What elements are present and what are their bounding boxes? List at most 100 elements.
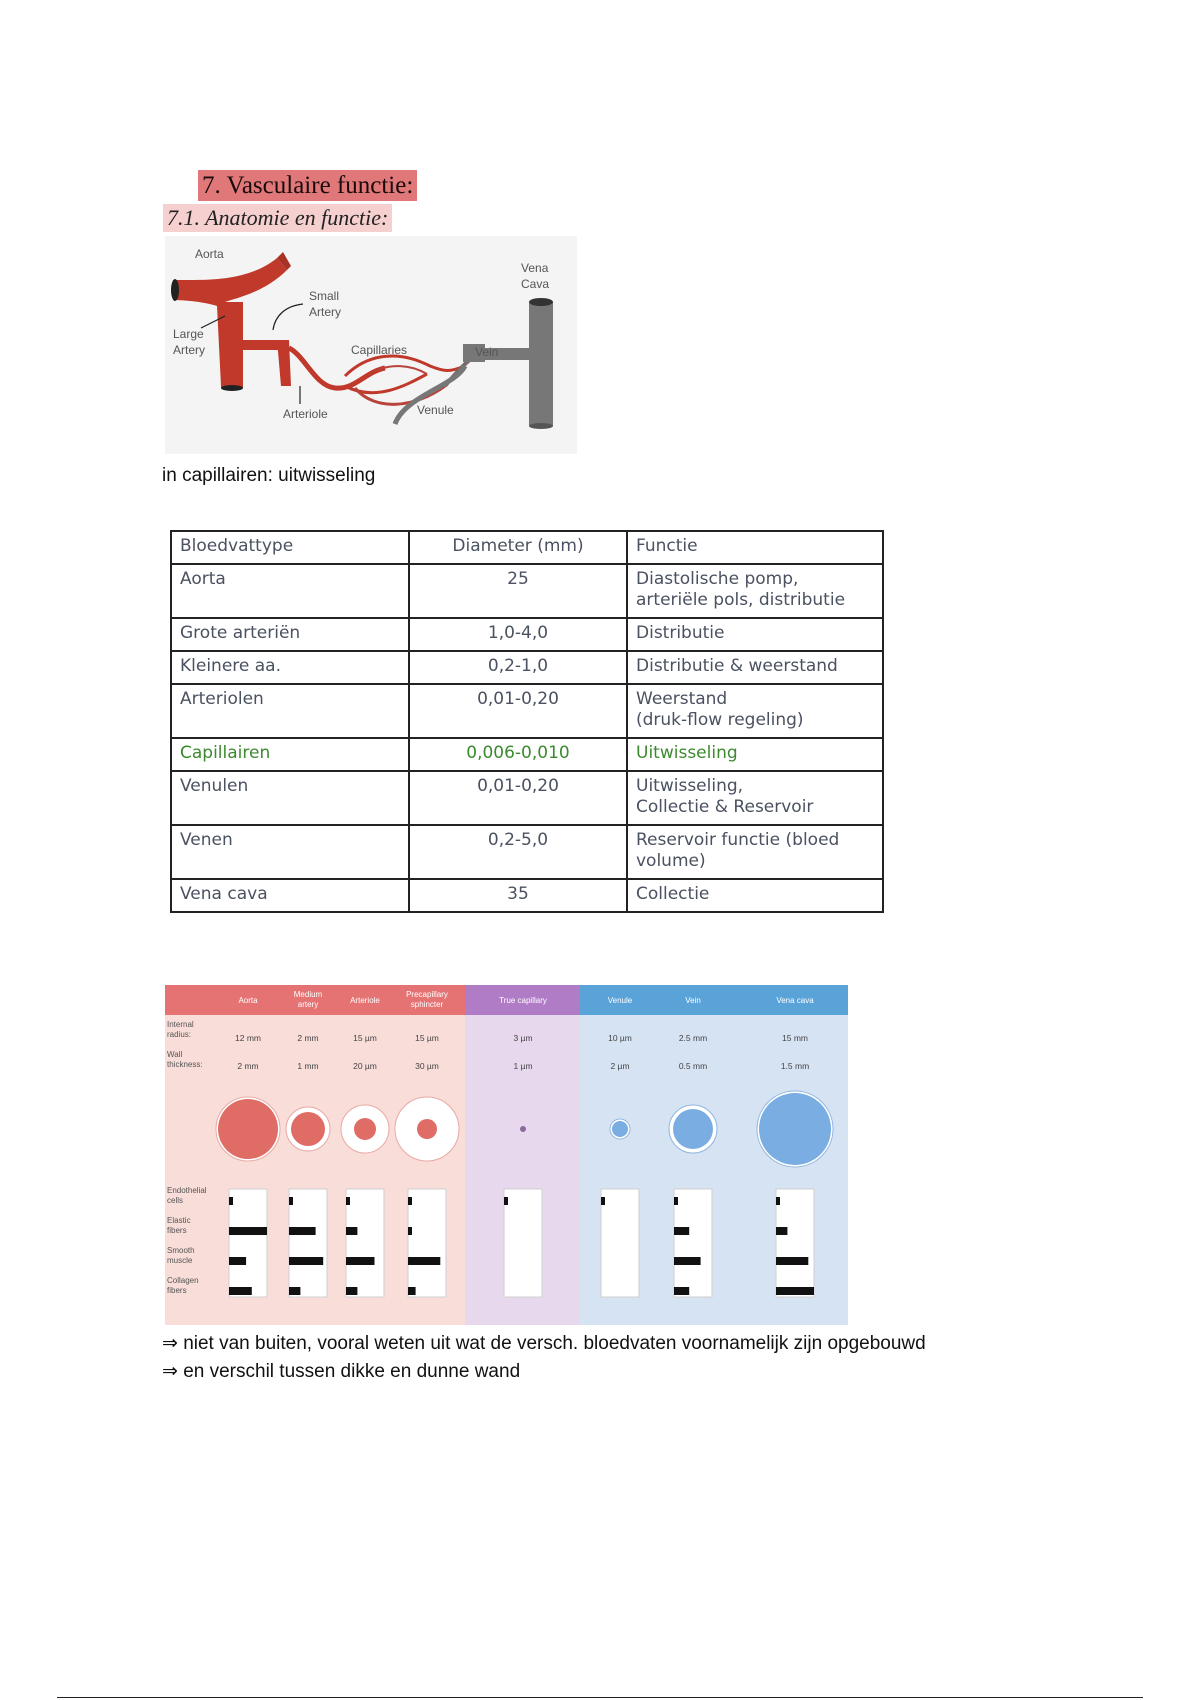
vessel-radius: 12 mm <box>235 1033 261 1043</box>
composition-bar <box>674 1227 690 1235</box>
label-vein: Vein <box>475 345 498 359</box>
composition-bar <box>674 1257 701 1265</box>
composition-box <box>775 1188 815 1298</box>
cell-function-line: Uitwisseling, <box>636 776 744 796</box>
row-label-component: Endothelial <box>167 1186 207 1195</box>
composition-bar <box>289 1197 293 1205</box>
row-label-wall: thickness: <box>167 1060 203 1069</box>
row-label-component: Collagen <box>167 1276 199 1285</box>
composition-box <box>407 1188 447 1298</box>
composition-bar <box>346 1227 358 1235</box>
vena-cava-shape <box>529 302 553 426</box>
vessel-name: Vein <box>685 996 701 1005</box>
vessel-anatomy-diagram: Aorta Vena Cava Small Artery Large Arter… <box>165 236 577 454</box>
composition-box <box>600 1188 640 1298</box>
composition-bar <box>776 1227 788 1235</box>
vessel-radius: 15 µm <box>353 1033 377 1043</box>
composition-bar <box>346 1197 350 1205</box>
composition-bar <box>289 1287 301 1295</box>
cell-function: Uitwisseling <box>626 737 884 772</box>
vessel-radius: 15 µm <box>415 1033 439 1043</box>
composition-bar <box>229 1197 233 1205</box>
vessel-radius: 2 mm <box>297 1033 318 1043</box>
cell-type: Aorta <box>170 563 410 619</box>
vessel-lumen <box>218 1099 278 1159</box>
composition-bar <box>346 1287 358 1295</box>
label-large: Large <box>173 327 204 341</box>
cell-diameter: 1,0-4,0 <box>408 617 628 652</box>
cell-function-line: arteriële pols, distributie <box>636 590 846 610</box>
row-label-wall: Wall <box>167 1050 182 1059</box>
label-capillaries: Capillaries <box>351 343 407 357</box>
composition-box <box>228 1188 268 1298</box>
cell-type: Venen <box>170 824 410 880</box>
composition-bar <box>776 1197 780 1205</box>
cell-function-line: (druk-flow regeling) <box>636 710 804 730</box>
vessel-name: True capillary <box>499 996 547 1005</box>
cell-function: Uitwisseling,Collectie & Reservoir <box>626 770 884 826</box>
table-header-row: Bloedvattype Diameter (mm) Functie <box>170 530 884 565</box>
row-label-component: fibers <box>167 1286 187 1295</box>
vessel-wall: 1 mm <box>297 1061 318 1071</box>
composition-box <box>673 1188 713 1298</box>
composition-bar <box>229 1287 252 1295</box>
cell-diameter: 0,01-0,20 <box>408 683 628 739</box>
vessel-name: Aorta <box>238 996 258 1005</box>
vessel-radius: 2.5 mm <box>679 1033 707 1043</box>
label-aorta: Aorta <box>195 247 224 261</box>
label-vena: Vena <box>521 261 549 275</box>
vessel-lumen <box>417 1119 437 1139</box>
vessel-radius: 3 µm <box>513 1033 532 1043</box>
subsection-title: 7.1. Anatomie en functie: <box>163 204 393 232</box>
note-line-1: ⇒ niet van buiten, vooral weten uit wat … <box>162 1333 926 1354</box>
cell-diameter: 0,2-5,0 <box>408 824 628 880</box>
row-label-radius: Internal <box>167 1020 194 1029</box>
vessel-wall: 30 µm <box>415 1061 439 1071</box>
composition-box <box>503 1188 543 1298</box>
label-large-artery: Artery <box>173 343 205 357</box>
composition-bar <box>408 1257 441 1265</box>
cell-function-line: Uitwisseling <box>636 743 738 763</box>
label-arteriole: Arteriole <box>283 407 328 421</box>
vessel-name: artery <box>298 1000 318 1009</box>
vessel-name: Arteriole <box>350 996 380 1005</box>
vessel-lumen <box>673 1109 713 1149</box>
composition-bar <box>408 1287 416 1295</box>
composition-bar <box>346 1257 375 1265</box>
composition-box <box>288 1188 328 1298</box>
composition-box <box>345 1188 385 1298</box>
composition-bar <box>674 1287 690 1295</box>
composition-bar <box>776 1287 814 1295</box>
composition-bar <box>229 1227 267 1235</box>
cell-function-line: Distributie <box>636 623 725 643</box>
row-label-radius: radius: <box>167 1030 191 1039</box>
row-label-component: Smooth <box>167 1246 195 1255</box>
cell-type: Grote arteriën <box>170 617 410 652</box>
caption-capillaries: in capillairen: uitwisseling <box>162 465 376 486</box>
cell-type: Vena cava <box>170 878 410 913</box>
cell-function: Distributie & weerstand <box>626 650 884 685</box>
cell-type: Arteriolen <box>170 683 410 739</box>
artery-header <box>165 985 465 1015</box>
row-label-component: muscle <box>167 1256 193 1265</box>
section-title: 7. Vasculaire functie: <box>198 170 418 201</box>
large-artery-shape <box>221 302 243 388</box>
cell-function: Collectie <box>626 878 884 913</box>
vessel-lumen <box>354 1118 376 1140</box>
vessel-name: sphincter <box>411 1000 444 1009</box>
vessel-name: Vena cava <box>776 996 814 1005</box>
vessel-radius: 10 µm <box>608 1033 632 1043</box>
label-cava: Cava <box>521 277 549 291</box>
vessel-wall: 2 mm <box>237 1061 258 1071</box>
row-label-component: Elastic <box>167 1216 191 1225</box>
note-line-2: ⇒ en verschil tussen dikke en dunne wand <box>162 1361 521 1382</box>
composition-bar <box>289 1257 324 1265</box>
